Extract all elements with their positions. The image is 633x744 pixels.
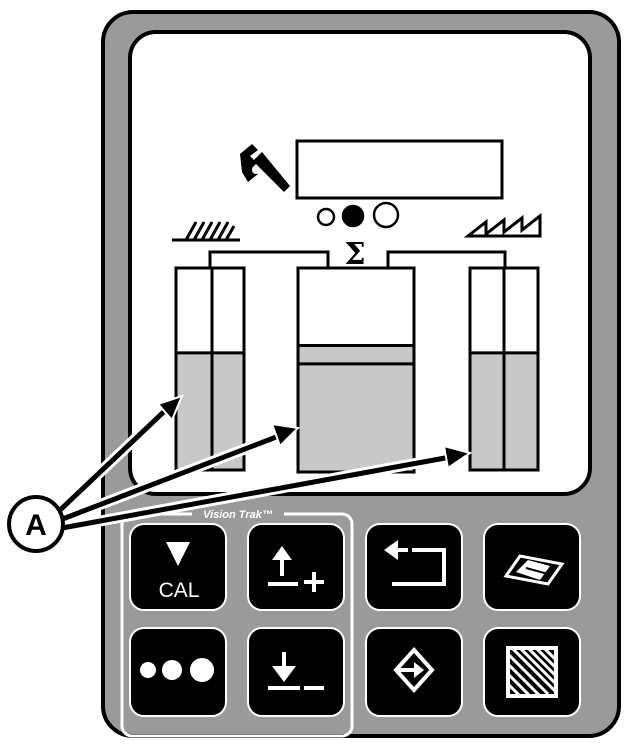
diamond-enter-icon [393,647,435,693]
return-button[interactable] [365,523,463,611]
wrench-icon [240,144,290,192]
callout-circle [7,495,65,553]
hatched-square-icon [506,646,558,698]
dots-button[interactable] [129,627,227,717]
cal-button[interactable]: CAL [129,523,227,611]
center-bar-gauge [296,266,416,474]
enter-button[interactable] [365,627,463,717]
return-arrow-icon [384,540,446,586]
indicator-light [341,204,365,228]
center-bar-fill [299,363,413,471]
right-bar-gauge [468,266,540,472]
sawtooth-icon [463,212,542,238]
text-display [295,139,504,200]
connector-line [208,250,330,268]
callout-label: A [25,509,47,542]
up-arrow-plus-icon [268,546,324,592]
left-bar-gauge [174,266,246,472]
three-dots-icon [140,658,214,682]
hatch-button[interactable] [483,627,588,734]
sigma-symbol: Σ [344,237,365,272]
down-minus-button[interactable] [247,627,345,717]
cal-button-label: CAL [159,579,200,602]
brand-label-bg [192,506,284,522]
brand-label: Vision Trak™ [203,509,273,521]
callout-arrows [54,394,473,534]
hatched-ground-icon [172,221,240,242]
down-arrow-minus-icon [268,652,324,690]
indicator-light [316,207,336,227]
erase-button[interactable] [483,523,581,611]
eraser-icon [503,554,565,586]
up-plus-button[interactable] [247,523,345,611]
center-bar-marker [299,345,413,364]
triangle-down-icon [166,542,190,566]
indicator-light [372,201,400,229]
connector-line [386,250,507,268]
